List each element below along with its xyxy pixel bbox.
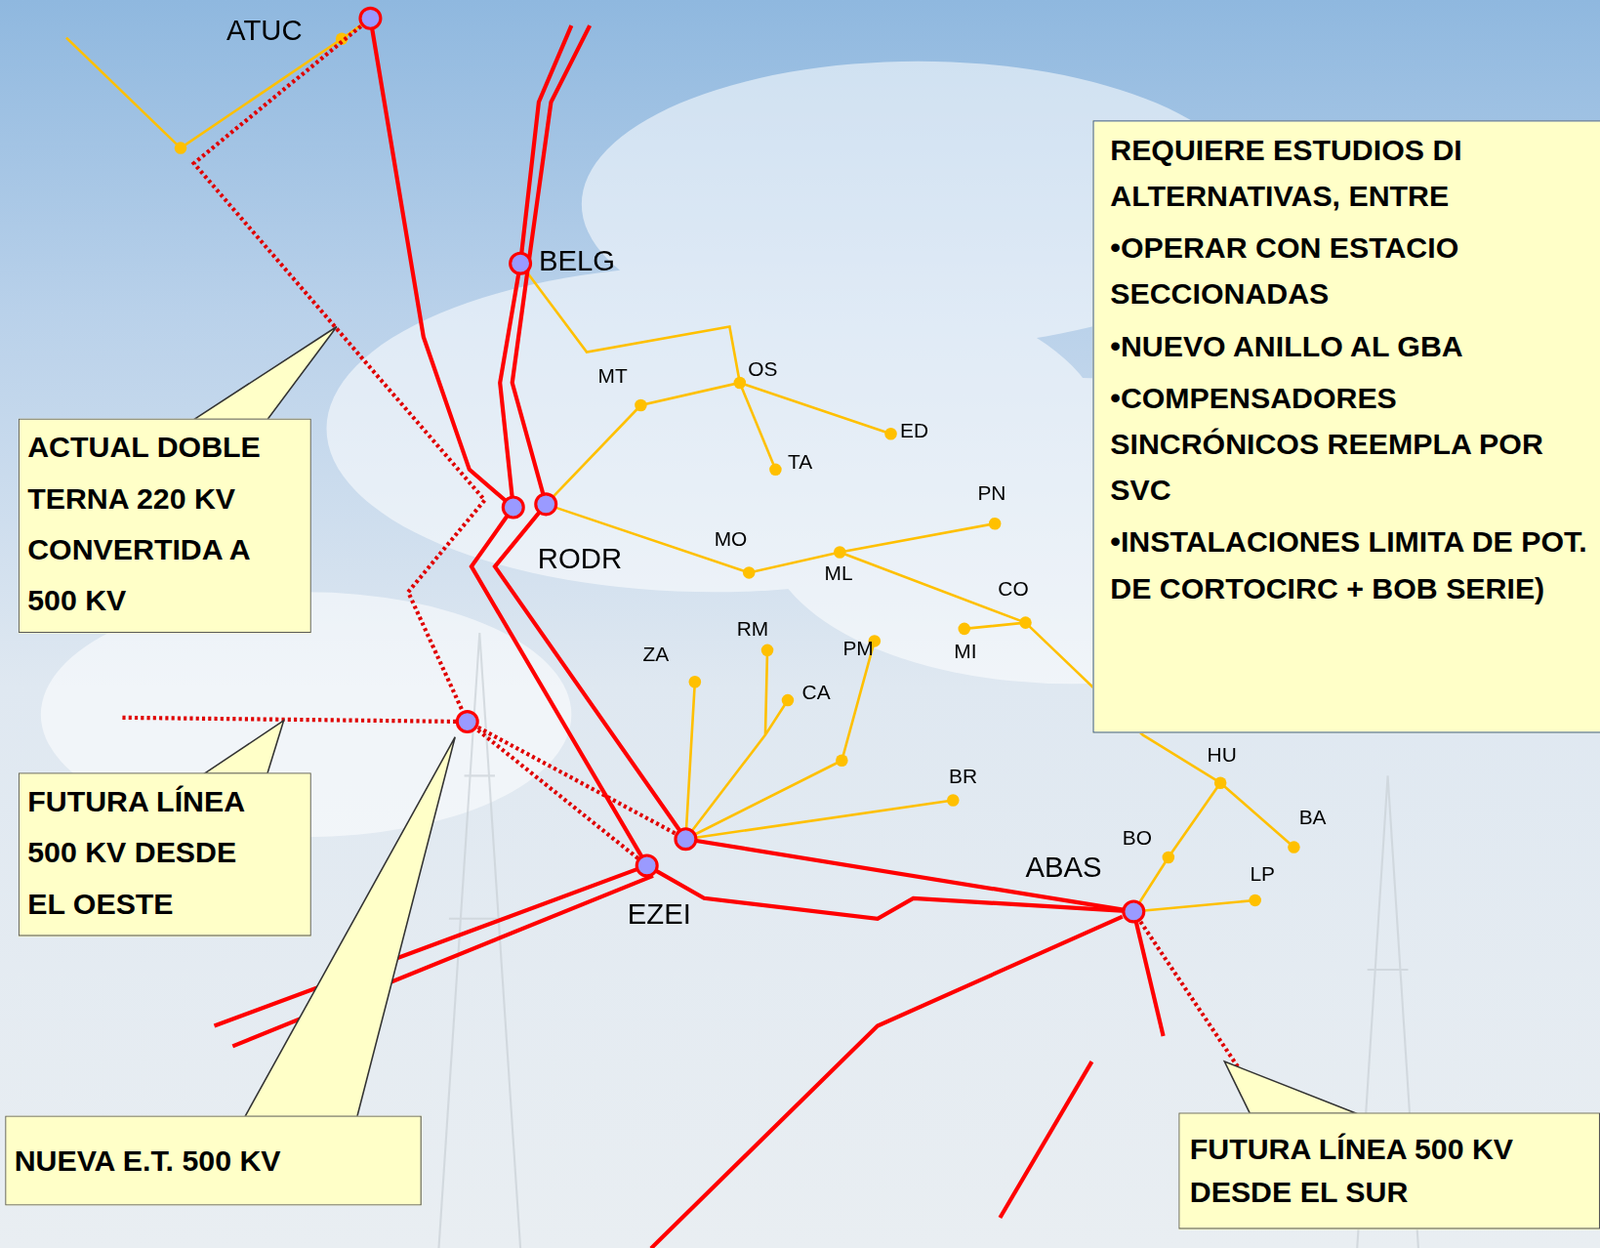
station-500kv bbox=[360, 7, 381, 29]
callout-text: •OPERAR CON ESTACIO SECCIONADAS bbox=[1109, 225, 1590, 318]
station-name: LP bbox=[1249, 861, 1275, 886]
substation-dot bbox=[946, 793, 960, 807]
station-name: BA bbox=[1299, 805, 1327, 829]
callout-box: ACTUAL DOBLE TERNA 220 KV CONVERTIDA A 5… bbox=[18, 418, 312, 634]
callout-text: REQUIERE ESTUDIOS DI ALTERNATIVAS, ENTRE bbox=[1109, 127, 1590, 220]
distribution-line-220kv bbox=[1133, 782, 1294, 912]
station-name: RM bbox=[737, 616, 770, 641]
station-500kv bbox=[535, 493, 557, 515]
substation-dot bbox=[174, 141, 188, 155]
substation-dot bbox=[958, 622, 972, 636]
station-name: RODR bbox=[537, 542, 622, 576]
station-500kv bbox=[360, 7, 1145, 922]
station-name: CO bbox=[997, 577, 1028, 602]
station-name: ZA bbox=[643, 643, 670, 667]
station-500kv bbox=[510, 252, 532, 274]
future-500kv-line bbox=[467, 721, 687, 839]
station-name: TA bbox=[787, 450, 813, 474]
future-500kv-line bbox=[1133, 910, 1238, 1067]
station-name: ABAS bbox=[1025, 851, 1103, 885]
station-name: ML bbox=[824, 561, 854, 585]
station-500kv bbox=[636, 855, 657, 876]
transmission-line-500kv bbox=[214, 18, 1164, 1248]
substation-dot bbox=[761, 644, 775, 657]
transmission-tower bbox=[438, 632, 521, 1248]
substation-dot bbox=[1162, 851, 1176, 864]
substation-dot bbox=[769, 463, 782, 477]
callout-text: •NUEVO ANILLO AL GBA bbox=[1109, 323, 1590, 370]
substation-dot bbox=[988, 517, 1002, 531]
callout-box: NUEVA E.T. 500 KV bbox=[4, 1114, 421, 1205]
substation-dot bbox=[634, 399, 648, 412]
callout-pointer bbox=[204, 720, 285, 774]
transmission-line-500kv bbox=[494, 503, 686, 839]
callout-text: FUTURA LÍNEA 500 KV DESDE EL OESTE bbox=[27, 775, 273, 929]
station-name: PM bbox=[842, 636, 873, 660]
callout-box: REQUIERE ESTUDIOS DI ALTERNATIVAS, ENTRE… bbox=[1092, 120, 1600, 733]
substation-dot bbox=[689, 675, 702, 689]
transmission-line-500kv bbox=[369, 18, 647, 866]
callout-box: FUTURA LÍNEA 500 KV DESDE EL SUR bbox=[1178, 1111, 1600, 1229]
callout-text: •INSTALACIONES LIMITA DE POT. DE CORTOCI… bbox=[1109, 519, 1590, 612]
station-name: CA bbox=[802, 680, 831, 704]
substation-dot bbox=[1214, 776, 1228, 789]
substation-dot bbox=[833, 545, 847, 559]
substation-dot bbox=[781, 694, 795, 707]
substation-dot bbox=[742, 566, 756, 579]
station-name: EZEI bbox=[627, 898, 692, 932]
station-name: PN bbox=[977, 481, 1006, 505]
transmission-line-500kv bbox=[999, 1061, 1092, 1218]
callout-pointer bbox=[1224, 1061, 1357, 1113]
station-name: BELG bbox=[538, 245, 616, 279]
distribution-line-220kv bbox=[520, 263, 740, 383]
station-name: OS bbox=[747, 357, 778, 381]
transmission-line-500kv bbox=[1133, 910, 1163, 1036]
station-name: MO bbox=[714, 527, 748, 551]
callout-box: FUTURA LÍNEA 500 KV DESDE EL OESTE bbox=[18, 772, 312, 936]
distribution-line-220kv bbox=[685, 640, 953, 839]
callout-text: FUTURA LÍNEA 500 KV DESDE EL SUR bbox=[1189, 1127, 1578, 1214]
substation-dot bbox=[1248, 894, 1262, 907]
station-name: MI bbox=[953, 639, 977, 663]
distribution-line-220kv bbox=[545, 382, 891, 504]
station-name: MT bbox=[598, 364, 628, 388]
station-name: HU bbox=[1207, 742, 1237, 767]
substation-dot bbox=[1019, 615, 1032, 629]
station-500kv bbox=[456, 711, 478, 733]
substation-dot bbox=[884, 427, 898, 441]
station-500kv bbox=[502, 496, 524, 518]
future-500kv-line bbox=[122, 717, 467, 722]
station-500kv bbox=[1123, 901, 1145, 922]
station-name: BO bbox=[1122, 826, 1152, 851]
substation-dot bbox=[734, 376, 747, 390]
callout-text: ACTUAL DOBLE TERNA 220 KV CONVERTIDA A 5… bbox=[27, 421, 293, 626]
callout-pointer bbox=[194, 326, 337, 419]
callout-text: •COMPENSADORES SINCRÓNICOS REEMPLA POR S… bbox=[1109, 375, 1590, 514]
substation-dot bbox=[1287, 840, 1301, 854]
callout-text: NUEVA E.T. 500 KV bbox=[14, 1134, 403, 1186]
station-500kv bbox=[675, 828, 697, 850]
distribution-line-220kv bbox=[66, 18, 370, 149]
transmission-line-500kv bbox=[651, 916, 1123, 1248]
station-name: ED bbox=[900, 419, 929, 444]
station-name: ATUC bbox=[226, 14, 303, 48]
substation-dot bbox=[835, 753, 849, 767]
station-name: BR bbox=[948, 764, 978, 788]
